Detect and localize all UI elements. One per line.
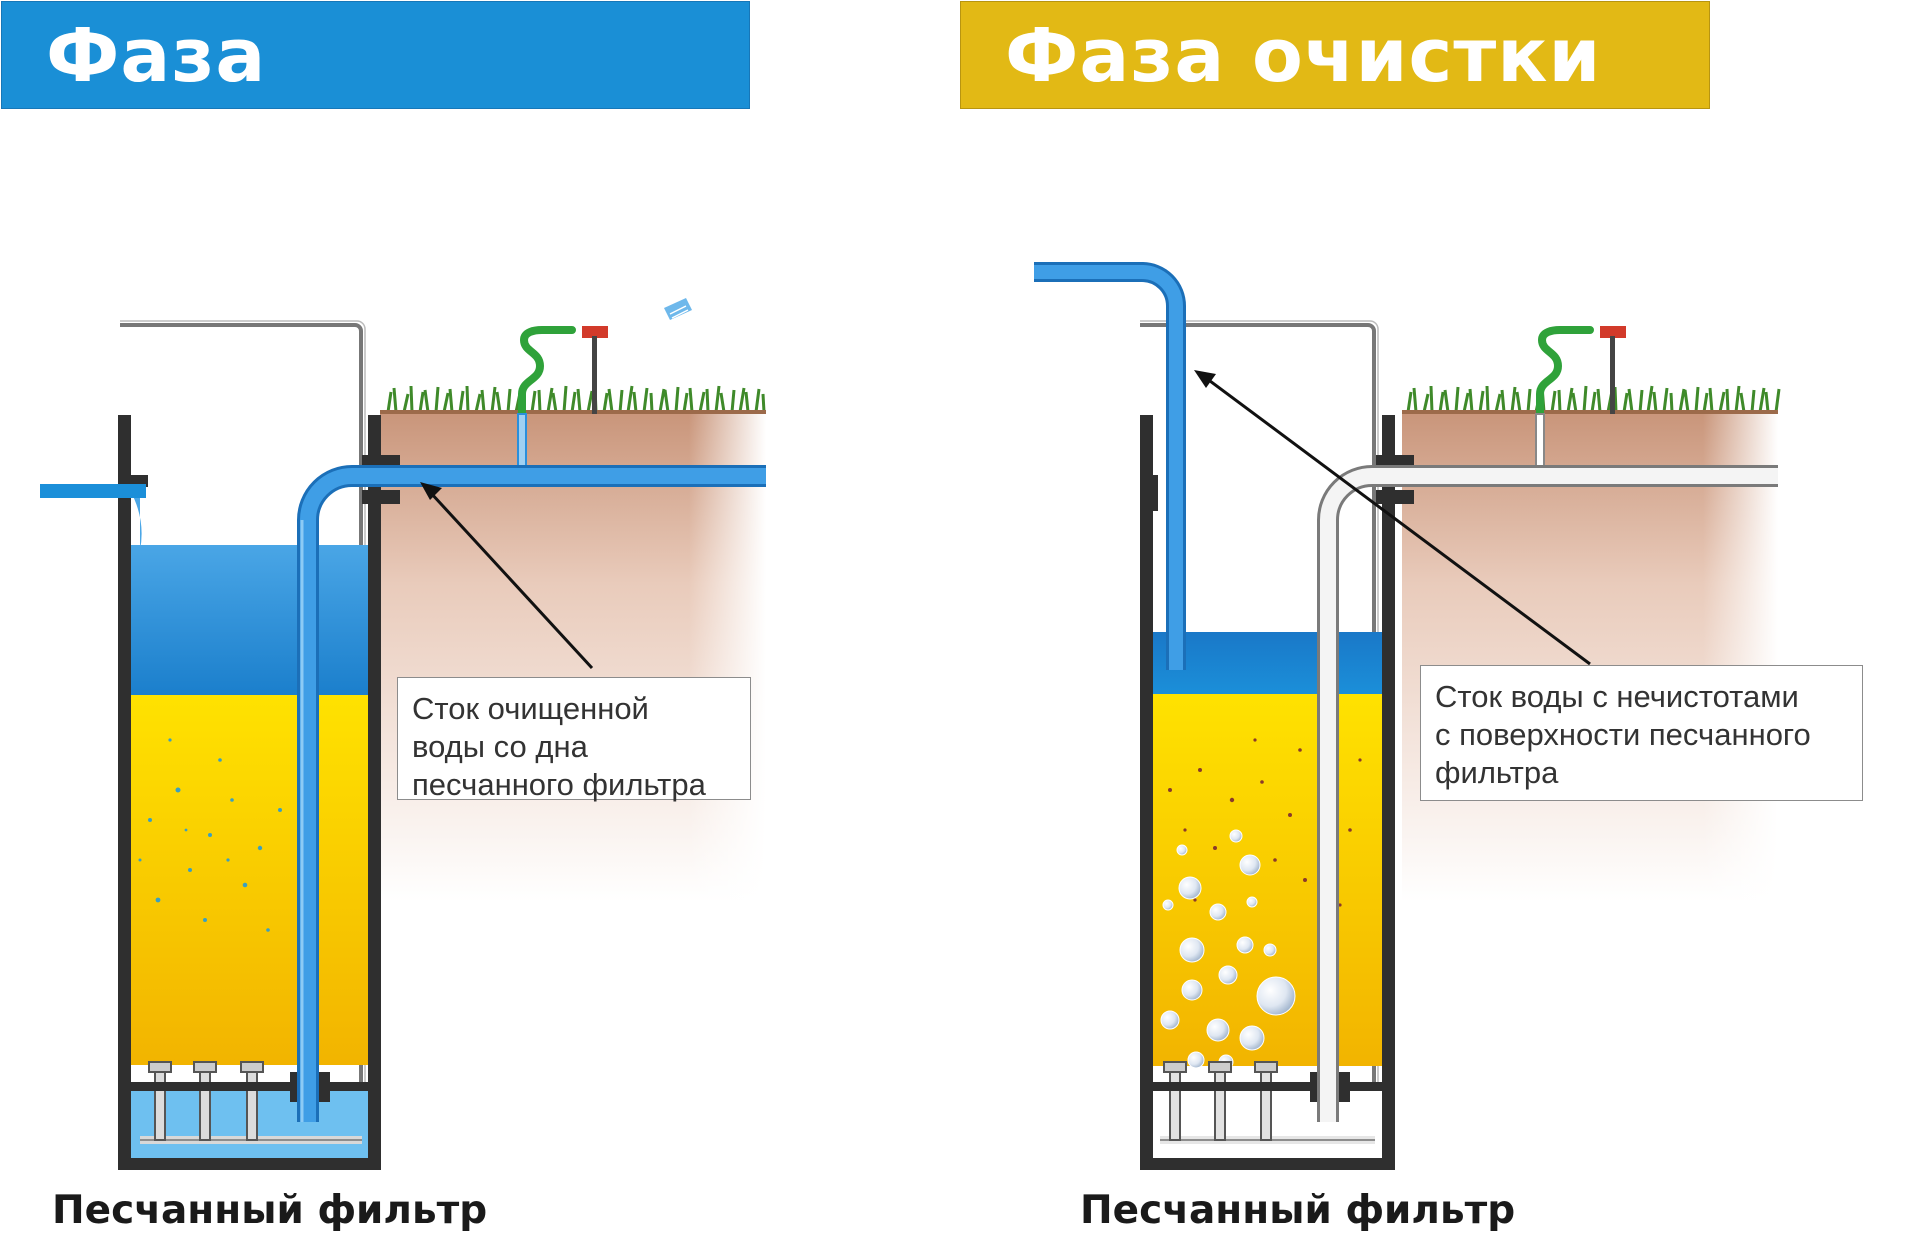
callout-dirty-water-drain: Сток воды с нечистотами с поверхности пе… xyxy=(1420,665,1863,801)
water-layer-right xyxy=(1152,632,1384,694)
callout-line: с поверхности песчанного xyxy=(1435,717,1811,752)
sand-layer-left xyxy=(130,695,370,1065)
inlet-pipe-left xyxy=(40,484,146,498)
cleaning-phase-title: Фаза очистки xyxy=(960,1,1710,109)
callout-line: Сток воды с нечистотами xyxy=(1435,679,1799,714)
water-spray-left xyxy=(664,298,692,320)
callout-arrow-left xyxy=(428,490,594,670)
callout-arrow-right xyxy=(1205,376,1591,666)
dirty-water-outlet-pipe xyxy=(1034,262,1186,670)
sprinkler-head-right xyxy=(1600,326,1626,338)
filtration-phase-title: Фаза фильтрации xyxy=(1,1,750,207)
tank-frame-right xyxy=(1140,323,1376,1100)
drain-nozzles-left xyxy=(148,1061,264,1141)
callout-clean-water-drain: Сток очищенной воды со дна песчанного фи… xyxy=(397,677,751,802)
callout-line: песчанного фильтра xyxy=(412,767,706,802)
filtration-caption: Песчанный фильтр xyxy=(52,1188,488,1233)
sprinkler-hose-left xyxy=(518,326,576,420)
sprinkler-hose-right xyxy=(1536,326,1594,420)
grass-right xyxy=(1406,385,1781,413)
water-layer-left xyxy=(130,545,370,695)
cleaning-diagram xyxy=(1034,262,1781,1170)
tank-frame-left xyxy=(120,323,363,1100)
drain-nozzles-right xyxy=(1163,1061,1278,1141)
cleaning-caption: Песчанный фильтр xyxy=(1080,1188,1516,1233)
sprinkler-head-left xyxy=(582,326,608,338)
callout-line: воды со дна xyxy=(412,729,588,764)
filtration-diagram xyxy=(40,298,766,1170)
grass-left xyxy=(386,385,766,413)
callout-line: фильтра xyxy=(1435,755,1559,790)
tank-walls-right xyxy=(1140,415,1414,1170)
callout-line: Сток очищенной xyxy=(412,691,649,726)
